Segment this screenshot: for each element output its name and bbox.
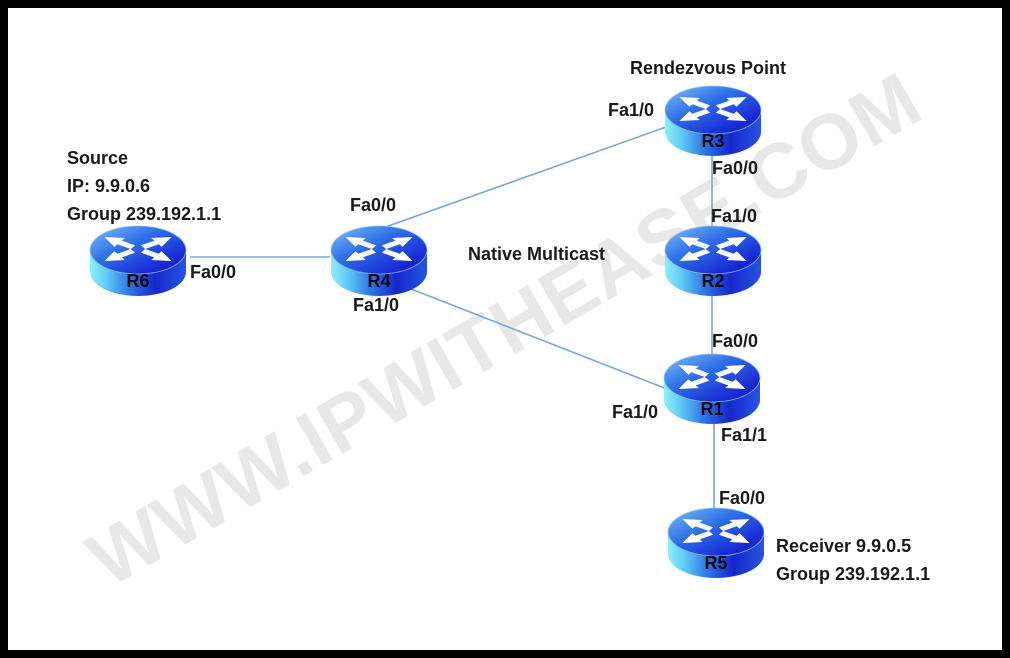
router-icon [664,85,762,156]
interface-label-r5-fa0-0: Fa0/0 [719,488,766,508]
router-r5-label: R5 [704,553,728,573]
interface-label-r1-fa0-0: Fa0/0 [712,331,759,351]
router-r6-label: R6 [126,271,150,291]
router-r4-label: R4 [367,271,391,291]
router-r3-label: R3 [701,131,725,151]
source-annotation: Source IP: 9.9.0.6 Group 239.192.1.1 [67,144,221,228]
interface-label-r6-fa0-0: Fa0/0 [190,262,237,282]
interface-label-r1-fa1-1: Fa1/1 [721,425,768,445]
router-icon [330,225,428,296]
interface-label-r4-fa0-0: Fa0/0 [350,195,397,215]
router-r4: R4 [329,224,429,298]
router-r6: R6 [88,224,188,298]
link-r4-r3 [379,126,667,230]
interface-label-r4-fa1-0: Fa1/0 [353,295,400,315]
router-icon [667,507,765,578]
rendezvous-point-label: Rendezvous Point [630,58,787,78]
native-multicast-label: Native Multicast [468,244,606,264]
router-r1-label: R1 [700,399,724,419]
interface-label-r1-fa1-0: Fa1/0 [612,402,659,422]
link-r4-r1 [405,286,668,390]
router-r5: R5 [666,506,766,580]
interface-label-r3-fa1-0: Fa1/0 [608,100,655,120]
router-r3: R3 [663,84,763,158]
router-r1: R1 [662,352,762,426]
router-icon [664,225,762,296]
receiver-annotation: Receiver 9.9.0.5 Group 239.192.1.1 [776,532,930,588]
source-title: Source [67,148,129,168]
interface-label-r2-fa1-0: Fa1/0 [711,206,758,226]
source-ip: IP: 9.9.0.6 [67,176,151,196]
router-r2-label: R2 [701,271,725,291]
receiver-group: Group 239.192.1.1 [776,564,931,584]
router-icon [663,353,761,424]
router-r2: R2 [663,224,763,298]
source-group: Group 239.192.1.1 [67,204,222,224]
interface-label-r3-fa0-0: Fa0/0 [712,158,759,178]
receiver-ip: Receiver 9.9.0.5 [776,536,912,556]
router-icon [89,225,187,296]
